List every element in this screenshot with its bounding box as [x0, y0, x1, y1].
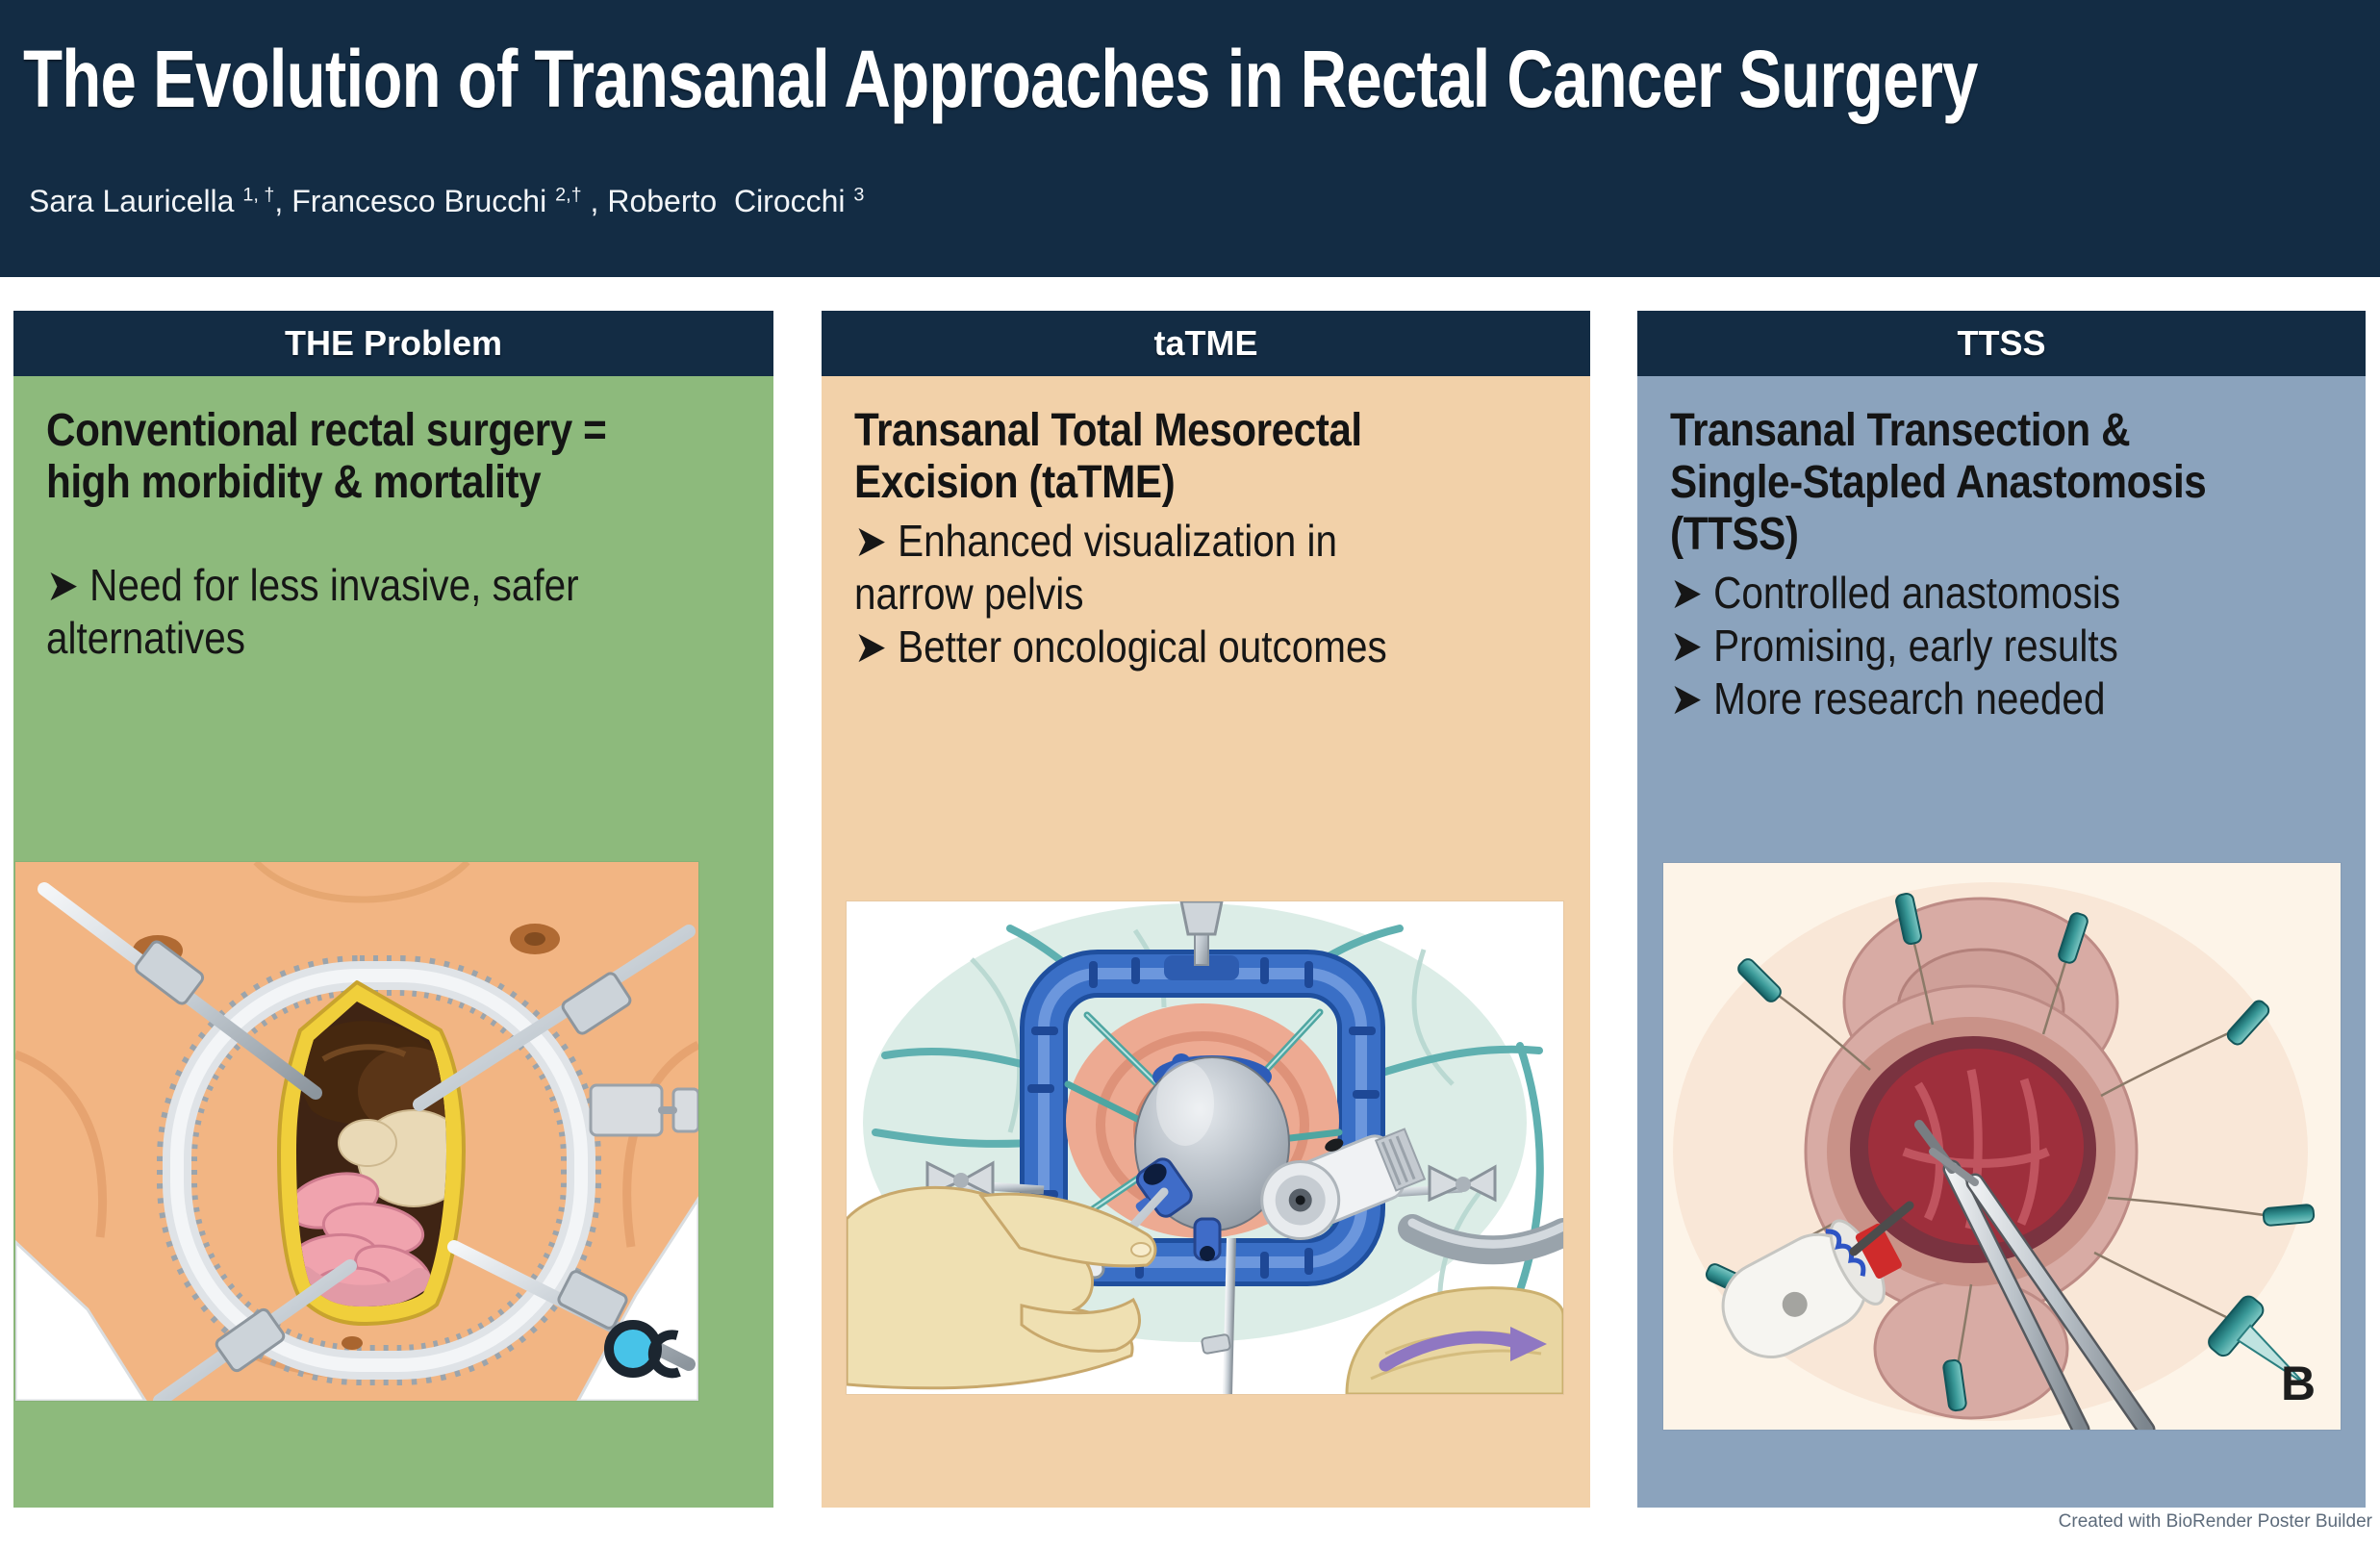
open-abdomen-illustration — [15, 862, 698, 1401]
panel-the-problem-bullets: ➤ Need for less invasive, safer alternat… — [46, 560, 579, 663]
panel-tatme-header: taTME — [822, 311, 1590, 376]
tatme-port-illustration — [847, 901, 1563, 1394]
circular-stapler — [1721, 1219, 1902, 1358]
index-finger — [978, 1192, 1157, 1268]
panel-tatme-header-label: taTME — [1153, 323, 1258, 363]
author-3: Roberto Cirocchi 3 — [607, 183, 865, 218]
suture-bolster — [1705, 892, 2316, 1412]
panel-ttss-body: Transanal Transection & Single-Stapled A… — [1637, 376, 2366, 1508]
panel-tatme-body: Transanal Total Mesorectal Excision (taT… — [822, 376, 1590, 1508]
open-wound — [277, 980, 466, 1326]
panel-ttss-header-label: TTSS — [1957, 323, 2046, 363]
panel-the-problem-header-label: THE Problem — [284, 323, 503, 363]
ttss-anastomosis-illustration: B — [1663, 863, 2341, 1430]
panel-the-problem: THE Problem Conventional rectal surgery … — [13, 311, 773, 1508]
figure-label: B — [2281, 1357, 2316, 1410]
panel-ttss: TTSS Transanal Transection & Single-Stap… — [1637, 311, 2366, 1508]
panel-the-problem-header: THE Problem — [13, 311, 773, 376]
side-clamp — [589, 1083, 664, 1137]
wing-nut-left — [925, 1160, 1045, 1199]
authors-line: Sara Lauricella 1, †, Francesco Brucchi … — [0, 175, 2380, 220]
frame-top-bracket — [1164, 955, 1239, 980]
wing-nut-right — [1360, 1164, 1497, 1203]
conventional-surgery-figure — [15, 862, 698, 1401]
ttss-figure: B — [1663, 863, 2341, 1430]
panel-ttss-header: TTSS — [1637, 311, 2366, 376]
author-2-affiliation: 2,† — [555, 184, 582, 205]
panel-tatme-title: Transanal Total Mesorectal Excision (taT… — [854, 405, 1362, 508]
wound-retractor-ring — [157, 955, 601, 1385]
author-3-affiliation: 3 — [853, 184, 865, 205]
gloved-hand-left — [847, 1185, 1157, 1390]
author-2: Francesco Brucchi 2,† , — [291, 183, 608, 218]
lone-star-retractor-frame — [1020, 950, 1385, 1286]
author-1: Sara Lauricella 1, †, — [29, 183, 292, 218]
paddle-anchor-icon — [1179, 901, 1224, 966]
elastic-stay-tails — [872, 925, 1544, 1300]
panel-ttss-bullets: ➤ Controlled anastomosis ➤ Promising, ea… — [1670, 568, 2121, 723]
suture-needle — [2208, 1295, 2306, 1384]
panel-the-problem-body: Conventional rectal surgery = high morbi… — [13, 376, 773, 1508]
poster-title: The Evolution of Transanal Approaches in… — [23, 34, 1978, 124]
panel-tatme: taTME Transanal Total Mesorectal Excisio… — [822, 311, 1590, 1508]
panel-tatme-bullets: ➤ Enhanced visualization in narrow pelvi… — [854, 516, 1387, 672]
panel-the-problem-title: Conventional rectal surgery = high morbi… — [46, 405, 607, 508]
tatme-figure — [847, 901, 1563, 1394]
watermark-logo — [604, 1320, 681, 1379]
panel-ttss-title: Transanal Transection & Single-Stapled A… — [1670, 405, 2207, 560]
thumb — [1020, 1297, 1141, 1353]
laparoscope — [1260, 1128, 1563, 1265]
stay-sutures — [1705, 892, 2316, 1412]
navel — [342, 1336, 363, 1350]
rotation-arrow-icon — [1379, 1327, 1547, 1372]
graspers — [1914, 1120, 2156, 1430]
author-1-affiliation: 1, † — [242, 184, 275, 205]
surgical-drape-left — [15, 1239, 147, 1401]
biorender-credit: Created with BioRender Poster Builder — [2058, 1511, 2372, 1532]
masthead: The Evolution of Transanal Approaches in… — [0, 0, 2380, 277]
trocar-bottom — [1193, 1217, 1236, 1394]
frame-slots — [1027, 957, 1380, 1279]
